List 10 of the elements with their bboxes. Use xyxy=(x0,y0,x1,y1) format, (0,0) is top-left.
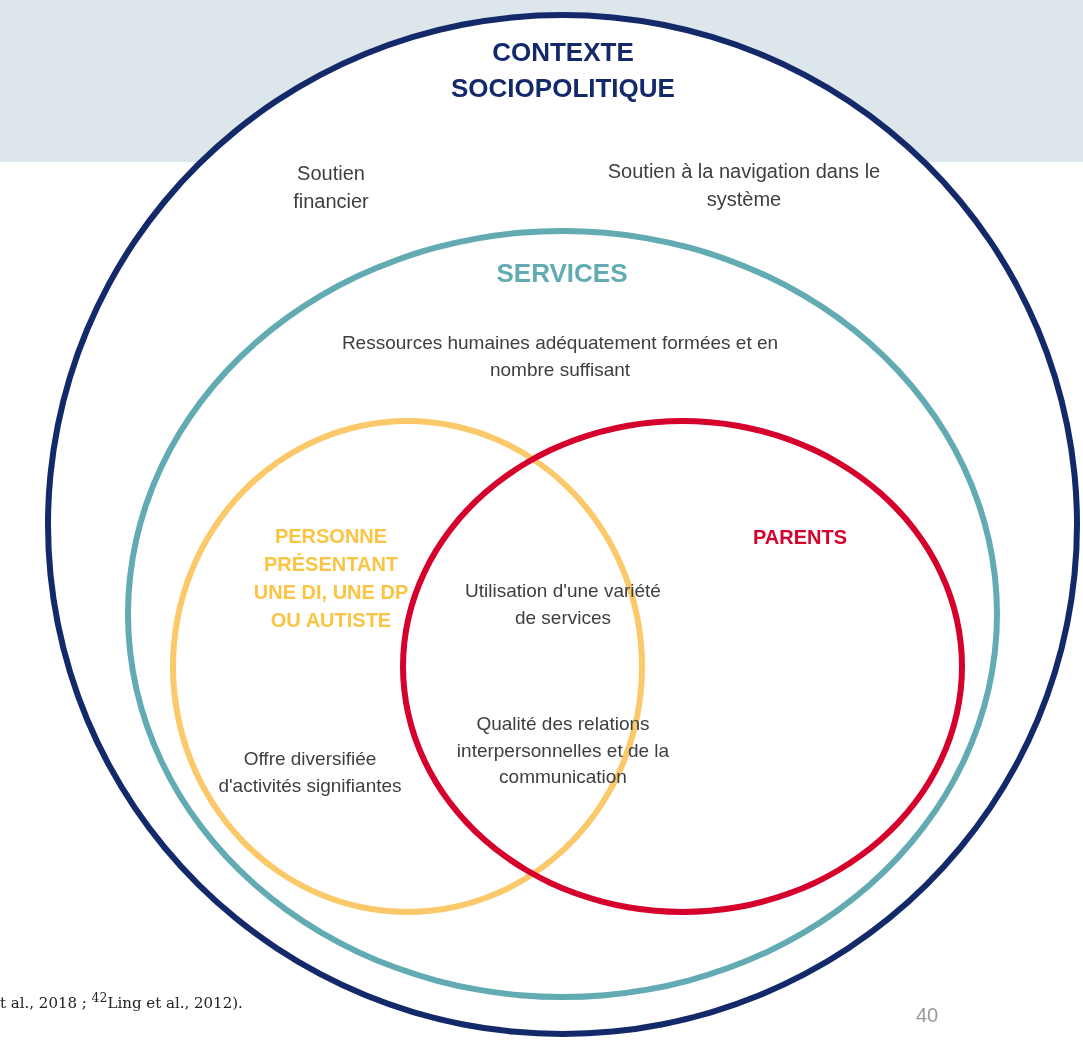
circle-title: PARENTS xyxy=(751,525,849,550)
citation-text: t al., 2018 ; $^{42}$Ling et al., 2012). xyxy=(0,988,243,1014)
theme-text: Offre diversifiée d'activités signifiantes xyxy=(217,747,403,798)
circle-title: PERSONNE PRÉSENTANT UNE DI, UNE DP OU AUTISTE xyxy=(252,524,410,633)
theme-text: Soutien financier xyxy=(292,161,370,214)
theme-text: Ressources humaines adéquatement formées et en nombre suffisant xyxy=(340,331,780,382)
circle-title: CONTEXTE SOCIOPOLITIQUE xyxy=(450,35,676,105)
theme-text: Soutien à la navigation dans le système xyxy=(606,159,882,212)
page-number: 40 xyxy=(915,1003,939,1028)
circle-title: SERVICES xyxy=(495,256,629,290)
